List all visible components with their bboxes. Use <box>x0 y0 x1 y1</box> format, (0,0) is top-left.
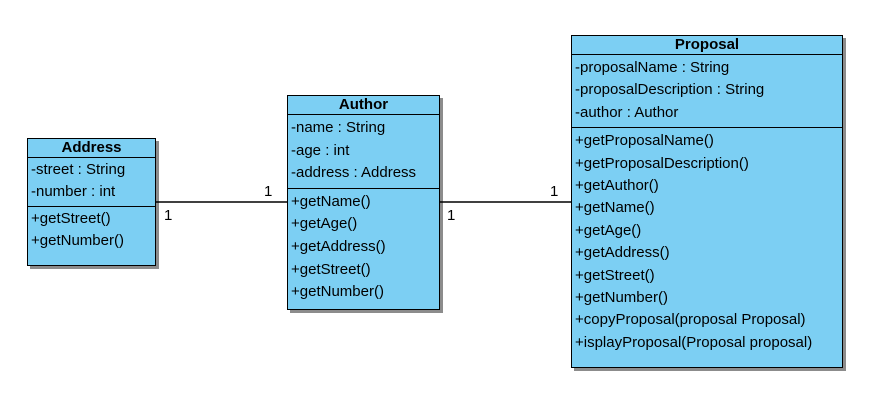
attribute-row: -proposalName : String <box>575 59 730 76</box>
attribute-row: -address : Address <box>291 164 417 182</box>
method-row: +isplayProposal(Proposal proposal) <box>575 333 813 351</box>
class-author[interactable]: Author -name : String -age : int -address … <box>287 95 440 310</box>
attributes-section: -name : String -age : int -address : Addre… <box>288 115 439 188</box>
method-row: +copyProposal(proposal Proposal) <box>575 311 806 329</box>
method-row: +getStreet() <box>291 260 371 278</box>
class-name: Proposal <box>572 36 842 55</box>
method-row: +getNumber() <box>575 289 668 307</box>
attribute-row: -proposalDescription : String <box>575 81 765 99</box>
attributes-section: -street : String -number : int <box>28 158 155 206</box>
method-row: +getProposalDescription() <box>575 154 749 172</box>
method-row: +getAge() <box>575 221 642 239</box>
method-row: +getProposalName() <box>575 132 714 150</box>
method-row: +getStreet() <box>575 266 655 284</box>
attribute-row: -street : String <box>31 161 126 178</box>
multiplicity-proposal-end: 1 <box>550 183 559 200</box>
method-row: +getAddress() <box>291 237 386 255</box>
methods-section: +getProposalName() +getProposalDescriptio… <box>572 127 842 357</box>
method-row: +getNumber() <box>31 232 124 249</box>
method-row: +getNumber() <box>291 283 384 301</box>
method-row: +getName() <box>291 192 371 210</box>
attributes-section: -proposalName : String -proposalDescripti… <box>572 55 842 127</box>
multiplicity-author-end-right: 1 <box>447 207 456 224</box>
class-proposal[interactable]: Proposal -proposalName : String-proposal… <box>571 35 843 368</box>
multiplicity-address-end: 1 <box>164 207 173 224</box>
attribute-row: -author : Author <box>575 103 679 121</box>
class-name: Author <box>288 96 439 115</box>
method-row: +getStreet() <box>31 210 111 227</box>
method-row: +getAge() <box>291 215 358 233</box>
methods-section: +getStreet() +getNumber() <box>28 206 155 255</box>
method-row: +getAddress() <box>575 244 670 262</box>
method-row: +getAuthor() <box>575 177 659 195</box>
methods-section: +getName() +getAge() +getAddress() +getStre… <box>288 187 439 307</box>
method-row: +getName() <box>575 199 655 217</box>
class-address[interactable]: Address -street : String -number : int +g… <box>27 138 156 266</box>
attribute-row: -number : int <box>31 183 116 200</box>
multiplicity-author-end-left: 1 <box>264 183 273 200</box>
attribute-row: -age : int <box>291 141 350 159</box>
class-name: Address <box>28 139 155 158</box>
attribute-row: -name : String <box>291 119 386 136</box>
